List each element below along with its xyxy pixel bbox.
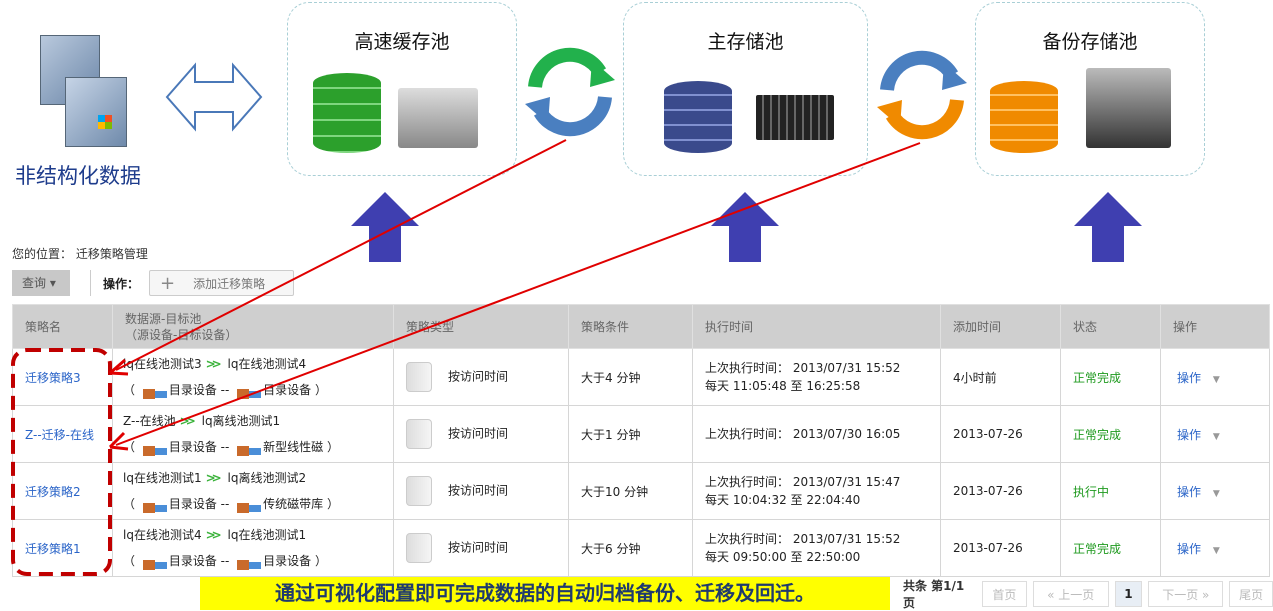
breadcrumb-current[interactable]: 迁移策略管理 bbox=[75, 247, 148, 261]
pagination: 共条 第1/1页 首页 « 上一页 1 下一页 » 尾页 bbox=[903, 579, 1273, 610]
row-actions-dropdown[interactable]: 操作 ▼ bbox=[1177, 370, 1220, 385]
ops-label: 操作： bbox=[103, 276, 140, 291]
strategy-name-link[interactable]: Z--迁移-在线 bbox=[25, 427, 95, 442]
status-badge: 正常完成 bbox=[1060, 348, 1161, 406]
storage-array-icon bbox=[756, 95, 834, 140]
chevron-right-icon: >> bbox=[205, 528, 222, 542]
table-row: 迁移策略2 lq在线池测试1>> lq离线池测试2（ 目录设备 -- 传统磁带库… bbox=[12, 462, 1270, 520]
up-arrow-icon bbox=[351, 192, 419, 262]
double-arrow-icon bbox=[165, 62, 263, 132]
chevron-down-icon: ▼ bbox=[1212, 431, 1220, 442]
main-pool: 主存储池 bbox=[623, 2, 868, 176]
device-icon bbox=[140, 496, 167, 513]
next-page-button[interactable]: 下一页 » bbox=[1148, 581, 1224, 607]
row-actions-dropdown[interactable]: 操作 ▼ bbox=[1177, 484, 1220, 499]
source-pool: lq在线池测试1 bbox=[123, 471, 202, 485]
toolbar: 查询 ▾ 操作： +添加迁移策略 bbox=[12, 270, 295, 296]
strategy-name-link[interactable]: 迁移策略2 bbox=[25, 484, 81, 499]
device-icon bbox=[140, 553, 167, 570]
backup-pool: 备份存储池 bbox=[975, 2, 1205, 176]
add-strategy-button[interactable]: +添加迁移策略 bbox=[149, 270, 295, 296]
device-icon bbox=[140, 439, 167, 456]
device-icon bbox=[235, 439, 262, 456]
disk-stack-icon bbox=[664, 81, 732, 153]
sync-cycle-icon bbox=[877, 50, 967, 140]
target-pool: lq在线池测试1 bbox=[227, 528, 307, 542]
target-pool: lq离线池测试1 bbox=[201, 414, 281, 428]
chevron-down-icon: ▼ bbox=[1212, 488, 1220, 499]
policy-type-icon bbox=[406, 362, 432, 392]
chevron-down-icon: ▼ bbox=[1212, 374, 1220, 385]
disk-stack-icon bbox=[990, 81, 1058, 153]
row-actions-dropdown[interactable]: 操作 ▼ bbox=[1177, 427, 1220, 442]
server-icon bbox=[40, 35, 135, 150]
last-page-button[interactable]: 尾页 bbox=[1229, 581, 1273, 607]
device-icon bbox=[235, 382, 262, 399]
chevron-right-icon: >> bbox=[205, 471, 222, 485]
row-actions-dropdown[interactable]: 操作 ▼ bbox=[1177, 541, 1220, 556]
status-badge: 执行中 bbox=[1060, 462, 1161, 520]
device-icon bbox=[140, 382, 167, 399]
device-icon bbox=[235, 553, 262, 570]
source-pool: lq在线池测试4 bbox=[123, 528, 202, 542]
server-rack-icon bbox=[398, 88, 478, 148]
disk-stack-icon bbox=[313, 73, 381, 153]
target-pool: lq在线池测试4 bbox=[227, 357, 307, 371]
device-icon bbox=[235, 496, 262, 513]
chevron-right-icon: >> bbox=[205, 357, 222, 371]
table-row: 迁移策略1 lq在线池测试4>> lq在线池测试1（ 目录设备 -- 目录设备 … bbox=[12, 519, 1270, 577]
up-arrow-icon bbox=[711, 192, 779, 262]
table-row: 迁移策略3 lq在线池测试3>> lq在线池测试4（ 目录设备 -- 目录设备 … bbox=[12, 348, 1270, 406]
sync-cycle-icon bbox=[525, 47, 615, 137]
strategy-name-link[interactable]: 迁移策略3 bbox=[25, 370, 81, 385]
chevron-down-icon: ▼ bbox=[1212, 545, 1220, 556]
cache-pool: 高速缓存池 bbox=[287, 2, 517, 176]
first-page-button[interactable]: 首页 bbox=[981, 581, 1027, 607]
table-header: 策略名 数据源-目标池（源设备-目标设备） 策略类型 策略条件 执行时间 添加时… bbox=[12, 304, 1270, 349]
status-badge: 正常完成 bbox=[1060, 405, 1161, 463]
source-pool: lq在线池测试3 bbox=[123, 357, 202, 371]
breadcrumb: 您的位置： 迁移策略管理 bbox=[12, 247, 148, 261]
status-badge: 正常完成 bbox=[1060, 519, 1161, 577]
page-summary: 共条 第1/1页 bbox=[903, 579, 965, 610]
page-1-button[interactable]: 1 bbox=[1114, 581, 1143, 607]
strategy-table: 策略名 数据源-目标池（源设备-目标设备） 策略类型 策略条件 执行时间 添加时… bbox=[12, 304, 1270, 577]
source-label: 非结构化数据 bbox=[15, 164, 141, 188]
source-pool: Z--在线池 bbox=[123, 414, 176, 428]
query-dropdown[interactable]: 查询 ▾ bbox=[12, 270, 70, 296]
caption-banner: 通过可视化配置即可完成数据的自动归档备份、迁移及回迁。 bbox=[200, 577, 890, 610]
tape-library-icon bbox=[1086, 68, 1171, 148]
chevron-right-icon: >> bbox=[179, 414, 196, 428]
table-row: Z--迁移-在线 Z--在线池>> lq离线池测试1（ 目录设备 -- 新型线性… bbox=[12, 405, 1270, 463]
policy-type-icon bbox=[406, 533, 432, 563]
prev-page-button[interactable]: « 上一页 bbox=[1032, 581, 1109, 607]
target-pool: lq离线池测试2 bbox=[227, 471, 307, 485]
divider bbox=[90, 270, 91, 296]
strategy-name-link[interactable]: 迁移策略1 bbox=[25, 541, 81, 556]
policy-type-icon bbox=[406, 419, 432, 449]
up-arrow-icon bbox=[1074, 192, 1142, 262]
plus-icon: + bbox=[160, 272, 176, 294]
policy-type-icon bbox=[406, 476, 432, 506]
